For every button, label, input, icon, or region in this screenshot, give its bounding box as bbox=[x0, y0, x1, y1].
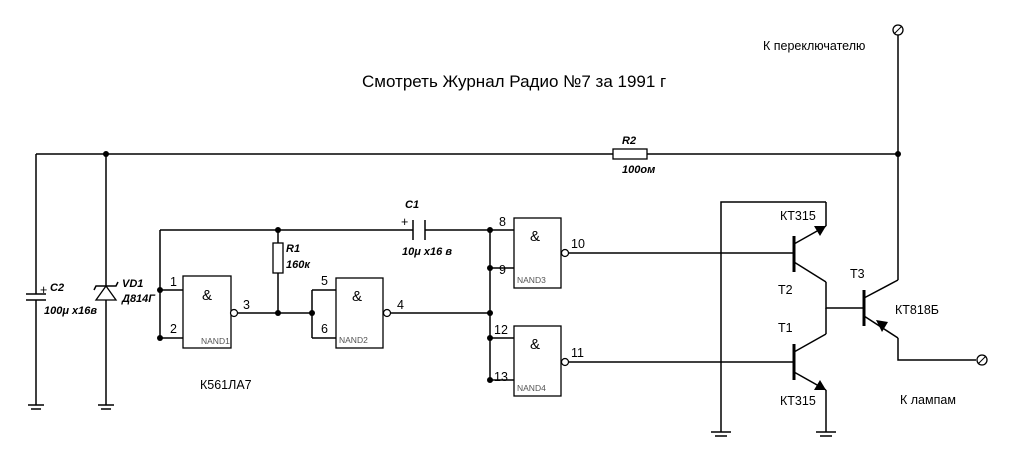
r1-value: 160к bbox=[286, 259, 311, 271]
timing-network bbox=[157, 220, 490, 341]
t2-ref: T2 bbox=[778, 283, 793, 297]
nand2-name: NAND2 bbox=[339, 335, 368, 345]
resistor-r2 bbox=[612, 148, 648, 160]
switch-label: К переключателю bbox=[763, 39, 865, 53]
c1-value: 10μ x16 в bbox=[402, 246, 452, 258]
nand3-pin-8: 8 bbox=[499, 215, 506, 229]
chip-label: К561ЛА7 bbox=[200, 378, 252, 392]
gate-nand1 bbox=[182, 275, 312, 349]
nand2-symbol: & bbox=[352, 288, 362, 305]
r1-ref: R1 bbox=[286, 243, 300, 255]
nand3-symbol: & bbox=[530, 228, 540, 245]
nand3-name: NAND3 bbox=[517, 275, 546, 285]
nand1-name: NAND1 bbox=[201, 336, 230, 346]
t3-ref: T3 bbox=[850, 267, 865, 281]
c2-polarity: + bbox=[40, 283, 47, 297]
nand4-pin-13: 13 bbox=[494, 370, 508, 384]
nand3-pin-9: 9 bbox=[499, 263, 506, 277]
t1-ref: T1 bbox=[778, 321, 793, 335]
vd1-ref: VD1 bbox=[122, 278, 143, 290]
nand4-name: NAND4 bbox=[517, 383, 546, 393]
nand1-pin-1: 1 bbox=[170, 275, 177, 289]
t1-type: КТ315 bbox=[780, 394, 816, 408]
c1-polarity: + bbox=[401, 215, 408, 229]
nand2-pin-4: 4 bbox=[397, 298, 404, 312]
lamps-label: К лампам bbox=[900, 393, 956, 407]
nand4-pin-11: 11 bbox=[571, 346, 584, 360]
t2-type: КТ315 bbox=[780, 209, 816, 223]
r2-ref: R2 bbox=[622, 135, 636, 147]
zener-vd1 bbox=[93, 154, 119, 410]
supply-rail bbox=[36, 24, 904, 280]
transistor-t1 bbox=[792, 333, 836, 437]
output-wiring bbox=[711, 201, 864, 437]
c1-ref: C1 bbox=[405, 199, 419, 211]
gate-bus bbox=[487, 227, 514, 383]
resistor-r1 bbox=[272, 242, 284, 274]
capacitor-c2 bbox=[26, 154, 46, 410]
title: Смотреть Журнал Радио №7 за 1991 г bbox=[362, 72, 666, 91]
vd1-value: Д814Г bbox=[121, 293, 156, 305]
r2-value: 100ом bbox=[622, 164, 655, 176]
transistor-t2 bbox=[792, 202, 827, 283]
nand3-pin-10: 10 bbox=[571, 237, 585, 251]
gate-nand4 bbox=[513, 325, 794, 397]
nand1-pin-3: 3 bbox=[243, 298, 250, 312]
c2-ref: C2 bbox=[50, 282, 64, 294]
nand4-pin-12: 12 bbox=[494, 323, 508, 337]
transistor-t3 bbox=[862, 279, 988, 366]
gate-nand3 bbox=[513, 217, 794, 289]
nand4-symbol: & bbox=[530, 336, 540, 353]
nand1-pin-2: 2 bbox=[170, 322, 177, 336]
nand1-symbol: & bbox=[202, 287, 212, 304]
gate-nand2 bbox=[309, 277, 490, 349]
t3-type: КТ818Б bbox=[895, 303, 939, 317]
nand2-pin-5: 5 bbox=[321, 274, 328, 288]
nand2-pin-6: 6 bbox=[321, 322, 328, 336]
c2-value: 100μ x16в bbox=[44, 305, 97, 317]
